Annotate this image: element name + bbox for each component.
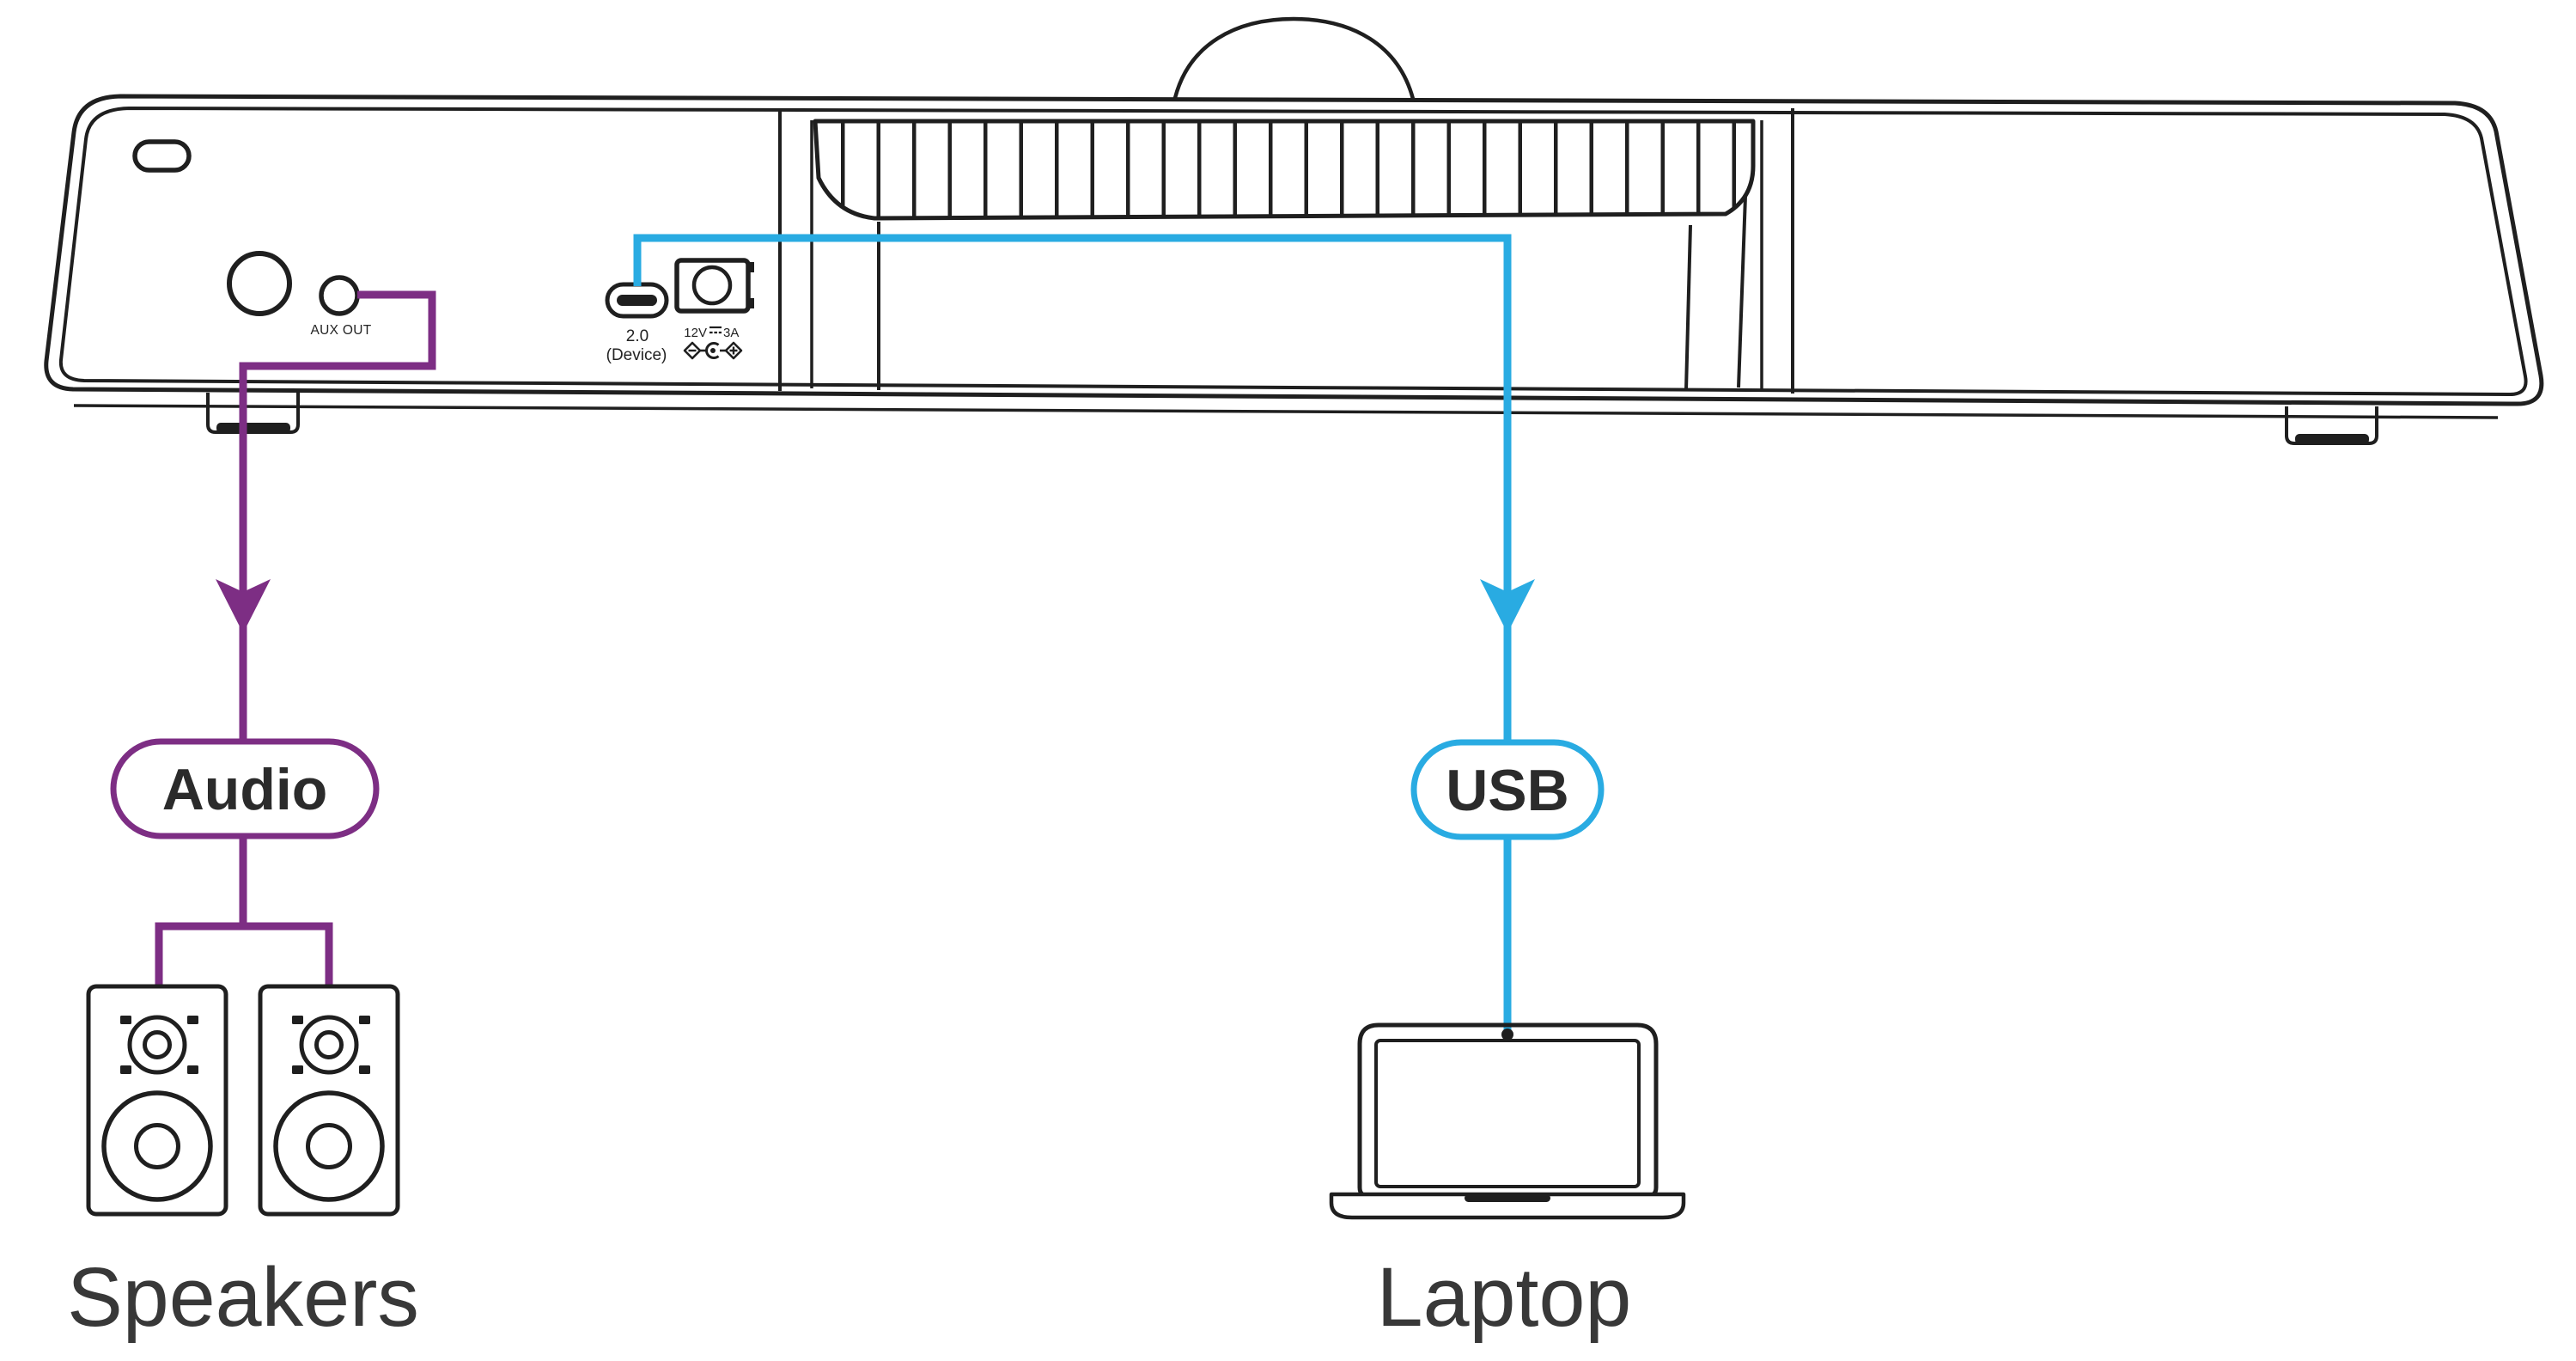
audio-pill [110,738,380,839]
recess-stand-right [1684,224,1692,391]
screw-dot [120,1016,131,1024]
tweeter-outer [127,1015,187,1075]
woofer-inner [306,1123,352,1169]
polarity-plus-diamond [724,341,743,360]
tweeter-inner [314,1030,344,1059]
usb-cable [633,234,1512,1031]
captions: Speakers Laptop [67,1250,1631,1344]
device-front-bottom-edge [73,404,2499,419]
usbc-port-tongue [617,295,657,306]
knob-circle [227,251,292,316]
polarity-minus-diamond [683,341,702,360]
device-outer-outline [44,94,2544,406]
screw-dot [187,1065,198,1074]
audio-cable [239,290,436,926]
laptop-caption: Laptop [1377,1250,1632,1344]
power-voltage-label: 12V [684,326,707,340]
left-foot [206,393,300,434]
left-foot-pad [216,423,290,433]
speakers [86,984,400,1217]
speakers-caption: Speakers [67,1250,419,1344]
usb-arrow-icon [1480,579,1535,633]
camera-hump [1172,16,1416,100]
speaker-cabinet [86,984,228,1217]
webcam-icon [1501,1028,1513,1041]
usb-connection: USB [633,234,1605,1031]
power-port [674,258,751,314]
mount-slot [132,139,192,173]
soundbar-device: AUX OUT 2.0 (Device) 12V 3A [44,16,2544,445]
laptop-lid [1357,1022,1659,1199]
polarity-plus-sign [729,346,738,355]
laptop-lip [1465,1194,1550,1202]
audio-cable-split [155,922,333,986]
dc-polarity-icon [683,341,743,360]
usb-pill [1410,739,1605,840]
screw-dot [292,1065,303,1074]
tweeter-outer [299,1015,359,1075]
screw-dot [120,1065,131,1074]
screw-dot [187,1016,198,1024]
dc-current-icon [709,326,722,334]
woofer-inner [134,1123,180,1169]
usbc-label-line2: (Device) [606,346,667,364]
laptop [1329,1022,1686,1220]
power-port-tab-bottom [746,298,754,308]
tweeter-inner [143,1030,172,1059]
screw-dot [359,1016,370,1024]
polarity-center-pin [710,348,716,353]
speaker-cabinet [258,984,400,1217]
screw-dot [359,1065,370,1074]
recess-curve-right [1737,195,1747,388]
audio-arrow-icon [216,579,271,633]
woofer-outer [101,1090,213,1202]
speaker-grille [813,119,1756,221]
laptop-base [1329,1192,1686,1220]
speaker-right [258,984,400,1217]
polarity-jack-circle [705,342,720,359]
aux-out-label: AUX OUT [311,323,372,338]
power-current-label: 3A [723,326,739,340]
right-foot [2285,406,2378,445]
power-port-tab-top [746,262,754,272]
power-port-pin [691,265,733,306]
speaker-left [86,984,228,1217]
usbc-label-line1: 2.0 [626,327,649,345]
usb-pill-label: USB [1446,758,1569,823]
audio-connection: Audio [110,290,436,986]
screw-dot [292,1016,303,1024]
device-inner-outline [58,107,2528,397]
laptop-screen [1374,1039,1641,1188]
right-foot-pad [2295,434,2369,444]
audio-pill-label: Audio [162,757,328,822]
woofer-outer [273,1090,385,1202]
aux-out-port [319,275,360,316]
